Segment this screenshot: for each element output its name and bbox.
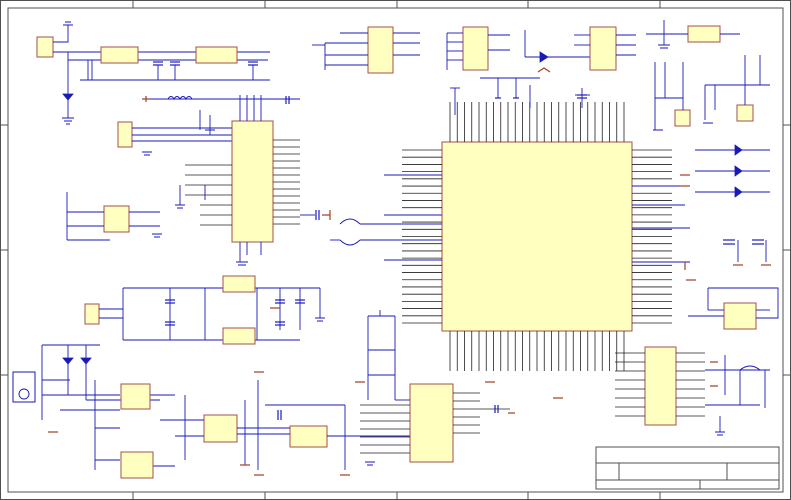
crystal-arc-2 [339, 239, 361, 246]
memory-ic [644, 346, 677, 426]
buffer-ic-3 [589, 26, 617, 71]
dc-converter-1 [222, 275, 256, 293]
dc-converter-2 [222, 327, 256, 345]
rtc-crystal-arc [739, 365, 761, 371]
right-lower-section [615, 287, 779, 436]
opamp-4 [289, 425, 328, 448]
driver-ic [409, 383, 454, 463]
buffer-ic-1 [367, 26, 394, 74]
bottom-left-section [12, 344, 410, 479]
transceiver-ic [103, 205, 130, 233]
diode-1-icon [62, 357, 74, 365]
power-input-section [36, 21, 270, 125]
crystal-oscillator [687, 25, 721, 43]
regulator-1 [100, 46, 139, 64]
led-2-icon [734, 165, 743, 177]
mcu-pins [402, 102, 672, 371]
header-connector [117, 121, 133, 148]
isolated-supply-section [84, 275, 325, 345]
power-connector [36, 36, 54, 58]
opamp-1 [120, 383, 151, 410]
diode-2-icon [80, 357, 92, 365]
rtc-ic [723, 302, 757, 330]
led-indicators [695, 144, 771, 266]
mcu-section [330, 77, 696, 399]
crystal-arc-1 [339, 218, 361, 225]
regulator-2 [195, 46, 238, 64]
top-right-connectors [653, 55, 770, 131]
buffer-ic-2 [462, 26, 489, 71]
buzzer [12, 371, 36, 403]
inductor [167, 96, 193, 100]
header-jumper-1 [674, 109, 691, 127]
microcontroller [441, 141, 633, 332]
opamp-3 [203, 414, 238, 443]
title-block [595, 446, 780, 490]
led-3-icon [734, 186, 743, 198]
opamp-2 [120, 451, 154, 479]
interface-ic-section [66, 95, 331, 266]
driver-ic-section [355, 310, 515, 466]
buzzer-circle-icon [18, 388, 30, 400]
top-center-ics [312, 20, 740, 74]
power-led-icon [62, 93, 74, 101]
header-jumper-2 [736, 104, 754, 122]
supply-connector [84, 303, 100, 325]
led-1-icon [734, 144, 743, 156]
interface-ic [231, 120, 274, 243]
